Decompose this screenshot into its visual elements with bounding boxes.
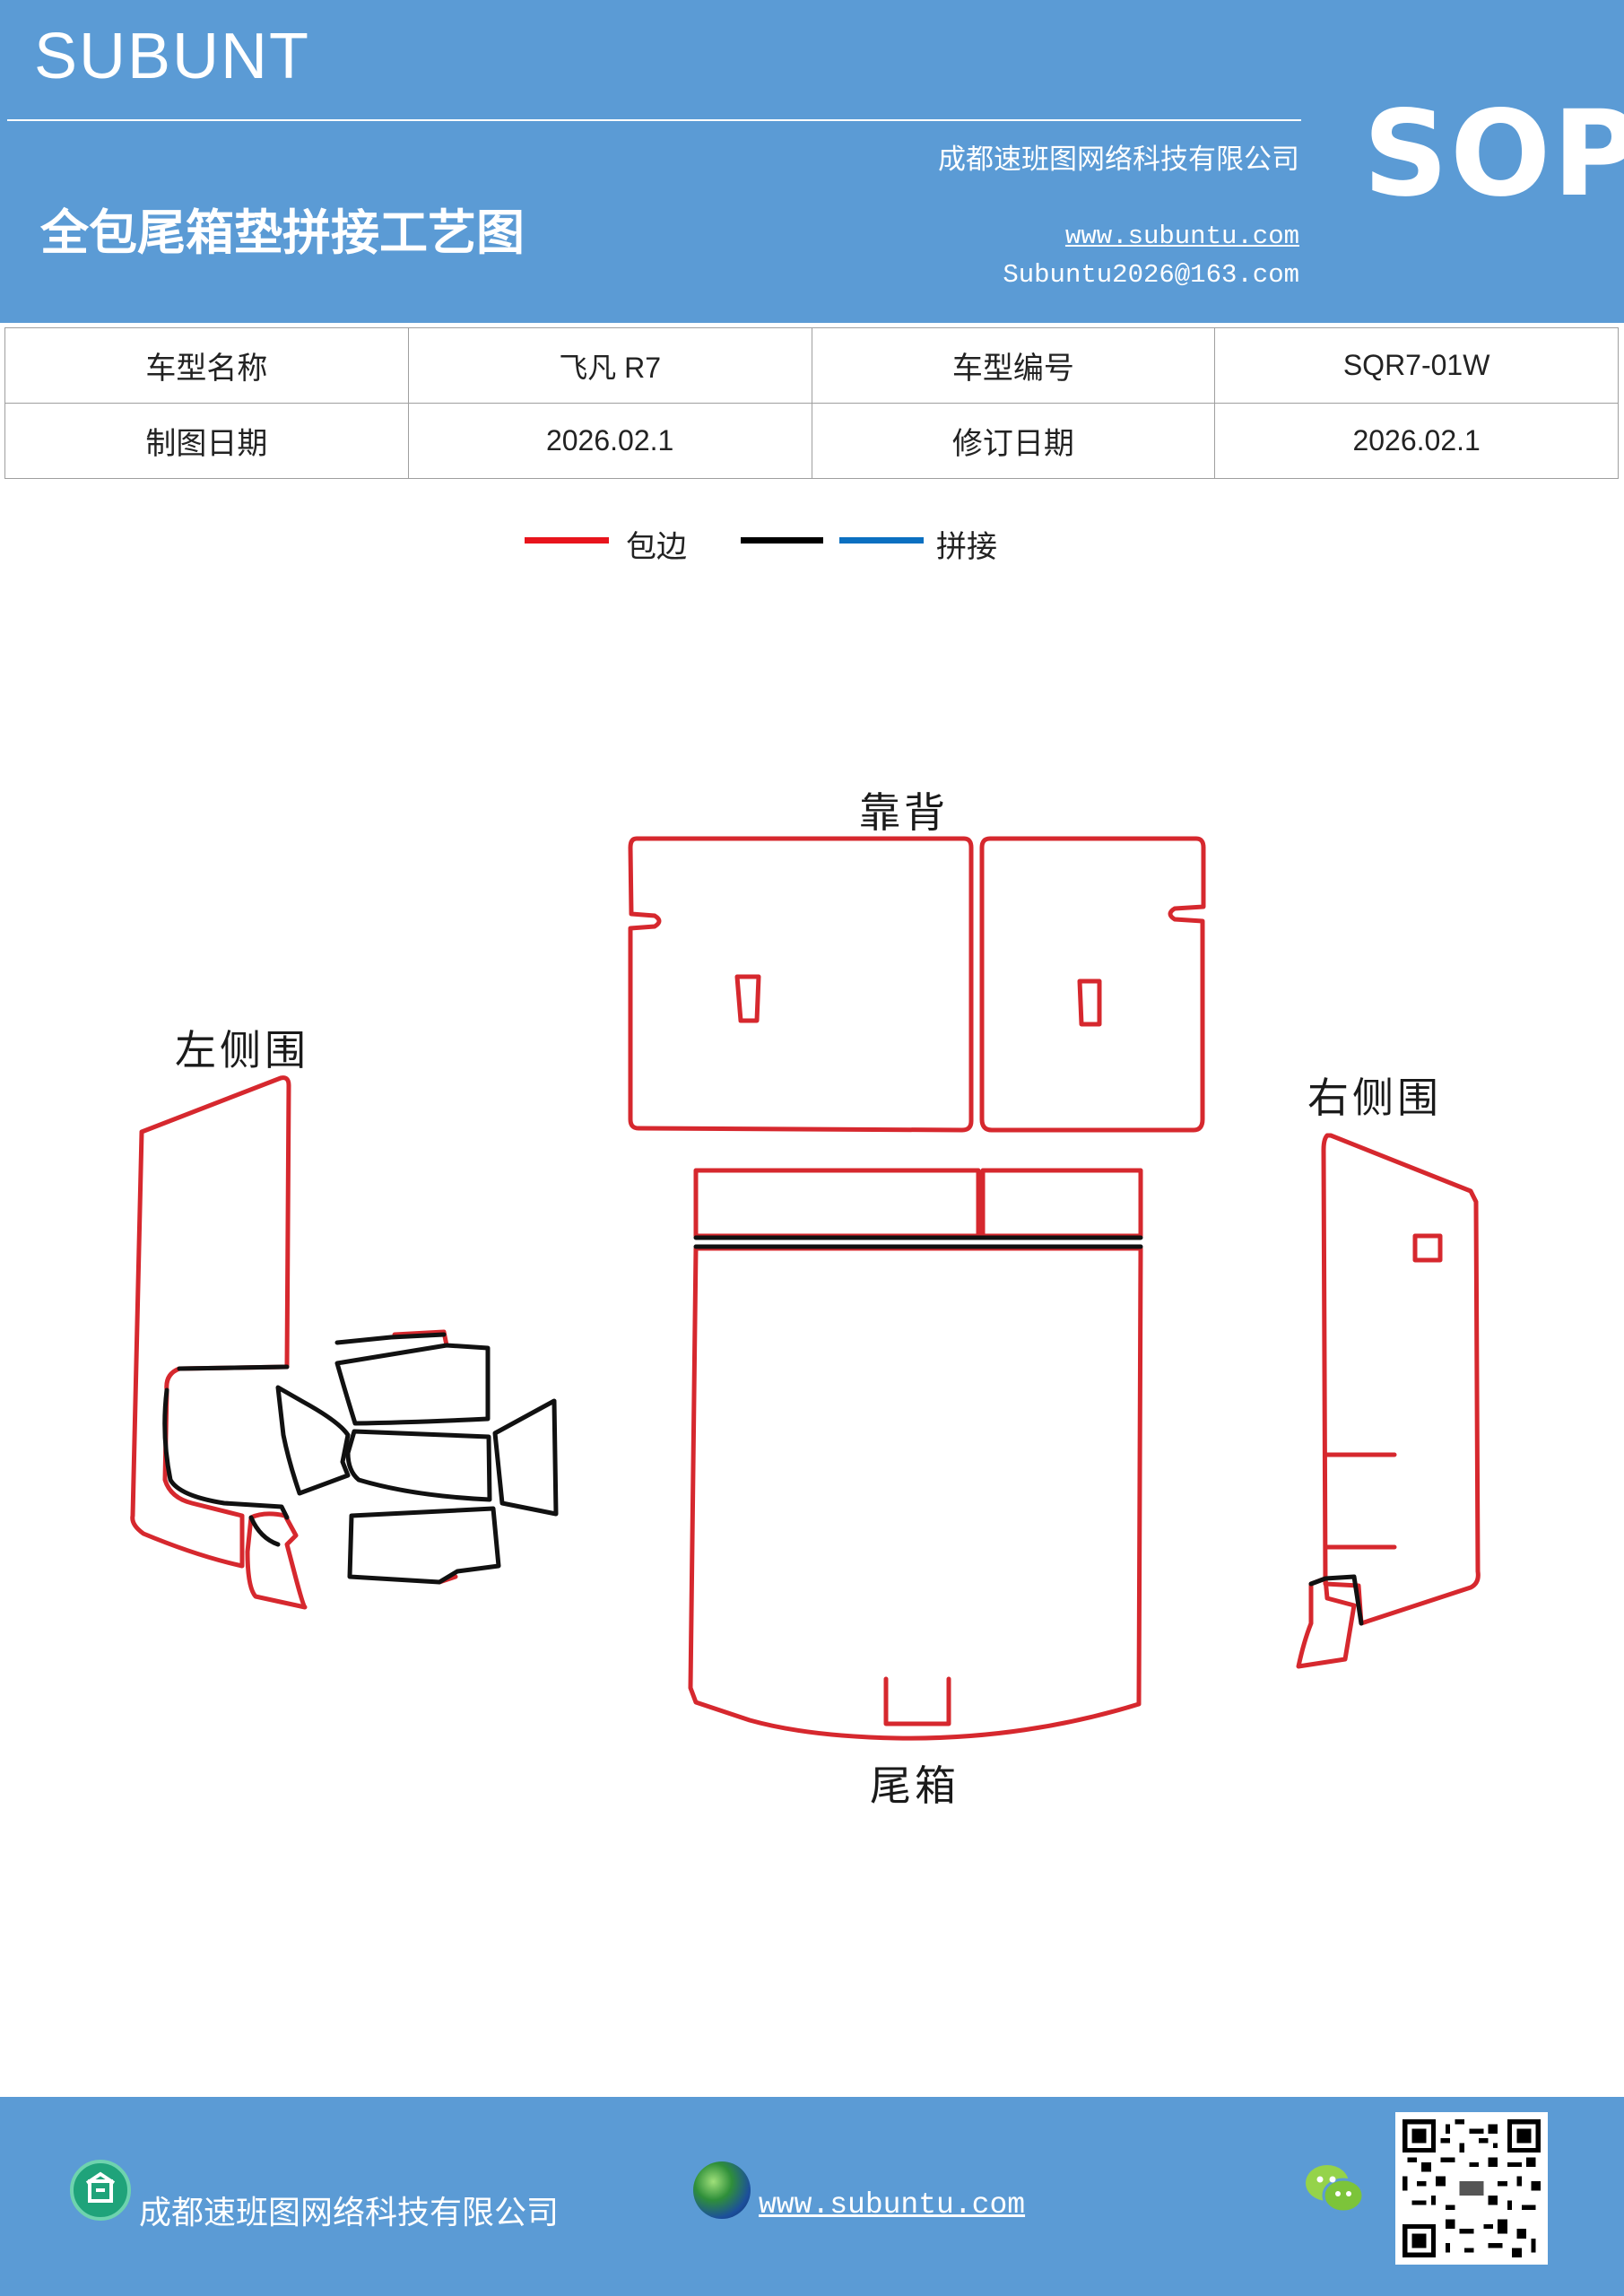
left-piece-c [334, 1332, 491, 1426]
globe-icon [693, 2161, 751, 2219]
trunk-seam [693, 1235, 1143, 1249]
label-revision-date: 修订日期 [811, 403, 1216, 479]
legend-swatch-black [741, 537, 823, 544]
value-draw-date: 2026.02.1 [407, 403, 812, 479]
right-side-hole [1412, 1233, 1443, 1263]
vehicle-info-table: 车型名称 飞凡 R7 车型编号 SQR7-01W 制图日期 2026.02.1 … [4, 327, 1619, 479]
trunk-strip-right [980, 1168, 1143, 1239]
building-icon [70, 2160, 131, 2221]
label-draw-date: 制图日期 [4, 403, 409, 479]
label-vehicle-name: 车型名称 [4, 327, 409, 404]
company-name: 成都速班图网络科技有限公司 [938, 144, 1299, 176]
footer-company: 成都速班图网络科技有限公司 [139, 2195, 560, 2231]
legend-swatch-seam [839, 537, 924, 544]
left-piece-f [347, 1506, 501, 1585]
trunk-strip-left [693, 1168, 981, 1239]
sop-badge: SOP [1363, 85, 1624, 223]
backrest-right-hole [1077, 978, 1102, 1027]
line-legend: 包边 拼接 [0, 520, 1624, 574]
label-vehicle-code: 车型编号 [811, 327, 1216, 404]
legend-label-seam: 拼接 [936, 529, 997, 565]
header-banner: SUBUNT 成都速班图网络科技有限公司 全包尾箱垫拼接工艺图 www.subu… [0, 0, 1624, 323]
label-trunk: 尾箱 [870, 1761, 960, 1810]
footer-banner: 成都速班图网络科技有限公司 www.subuntu.com [0, 2097, 1624, 2296]
right-small-piece [1296, 1576, 1357, 1669]
value-vehicle-name: 飞凡 R7 [407, 327, 812, 404]
legend-label-edge: 包边 [626, 529, 687, 565]
right-small-seam [1308, 1574, 1364, 1626]
header-divider [7, 119, 1301, 121]
table-row: 制图日期 2026.02.1 修订日期 2026.02.1 [4, 403, 1619, 479]
value-revision-date: 2026.02.1 [1214, 403, 1619, 479]
footer-website-link[interactable]: www.subuntu.com [759, 2188, 1026, 2222]
value-vehicle-code: SQR7-01W [1214, 327, 1619, 404]
backrest-left-panel [628, 836, 974, 1133]
trunk-notch [883, 1676, 951, 1726]
left-piece-notch-2 [392, 1329, 449, 1348]
left-small-piece-1 [245, 1511, 308, 1610]
backrest-right-panel [979, 836, 1206, 1133]
label-left-side: 左侧围 [175, 1026, 309, 1074]
left-piece-a [162, 1364, 290, 1520]
left-piece-b [275, 1385, 351, 1496]
left-small-piece-1-seam [248, 1515, 281, 1547]
brand-name: SUBUNT [34, 21, 311, 92]
right-side-panel [1321, 1133, 1481, 1626]
qr-code[interactable] [1395, 2112, 1548, 2265]
table-row: 车型名称 飞凡 R7 车型编号 SQR7-01W [4, 327, 1619, 404]
wechat-icon [1302, 2160, 1367, 2219]
left-piece-e [492, 1398, 559, 1517]
page-title: 全包尾箱垫拼接工艺图 [40, 204, 525, 261]
pattern-outlines [130, 836, 1481, 1741]
left-piece-d [345, 1429, 492, 1502]
label-right-side: 右侧围 [1307, 1074, 1442, 1122]
trunk-floor [688, 1246, 1143, 1741]
left-side-panel [130, 1075, 291, 1569]
label-backrest: 靠背 [859, 788, 949, 837]
backrest-left-hole [734, 974, 761, 1023]
website-link[interactable]: www.subuntu.com [1064, 222, 1299, 251]
legend-swatch-edge [525, 537, 609, 544]
pattern-drawing: 靠背 左侧围 右侧围 尾箱 [0, 771, 1624, 1848]
email-address: Subuntu2026@163.com [1003, 260, 1299, 290]
